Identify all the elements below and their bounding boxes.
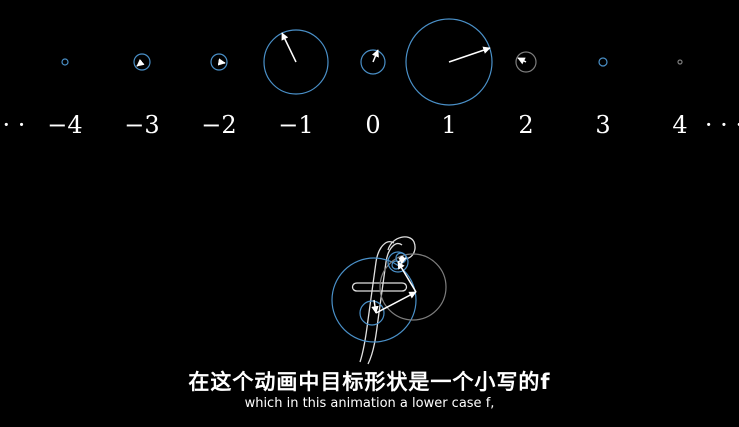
coeff-circle-2	[515, 51, 537, 73]
coeff-arrow-0	[371, 49, 379, 63]
epicycle-large	[331, 257, 417, 343]
right-ellipsis: · · ·	[705, 111, 739, 139]
coeff-circle-minus-1	[263, 29, 329, 95]
label-3: 3	[595, 111, 610, 139]
epicycle-mid	[387, 251, 409, 273]
coeff-circle-3	[598, 57, 608, 67]
coeff-arrow-2	[517, 57, 527, 65]
coefficient-arrows	[136, 32, 527, 67]
label-minus-1: −1	[278, 111, 313, 139]
label-0: 0	[365, 111, 380, 139]
coeff-arrow-minus-2	[217, 58, 226, 66]
coeff-circle-minus-2	[210, 53, 228, 71]
epicycle-arrow-3	[397, 261, 417, 293]
coeff-circle-4	[677, 59, 683, 65]
coeff-circle-minus-4	[61, 58, 69, 66]
epicycle-arrow-2	[375, 291, 417, 314]
coefficient-circles	[61, 18, 683, 106]
traced-f-shape	[351, 236, 416, 365]
coeff-circle-1	[405, 18, 493, 106]
epicycle-arrows	[371, 257, 417, 314]
epicycle-right	[379, 253, 447, 321]
epicycle-arrow-1	[371, 299, 379, 314]
number-line: · · −4 −3 −2 −1 0 1 2 3 4 · · ·	[3, 111, 739, 139]
label-1: 1	[441, 111, 456, 139]
coeff-arrow-minus-3	[136, 58, 145, 67]
coeff-circle-minus-3	[133, 53, 151, 71]
drawing-pen-point	[400, 256, 404, 260]
label-minus-2: −2	[201, 111, 236, 139]
left-ellipsis: · ·	[3, 111, 26, 139]
label-minus-3: −3	[124, 111, 159, 139]
epicycle-small-low	[359, 300, 385, 326]
subtitle-english: which in this animation a lower case f,	[244, 396, 495, 411]
epicycles	[331, 251, 447, 343]
f-crossbar	[351, 282, 408, 292]
label-4: 4	[672, 111, 687, 139]
coeff-arrow-1	[448, 46, 491, 63]
coeff-arrow-minus-1	[281, 32, 297, 63]
subtitle-chinese: 在这个动画中目标形状是一个小写的f	[188, 370, 551, 394]
f-top-curl	[387, 236, 416, 260]
label-minus-4: −4	[47, 111, 82, 139]
label-2: 2	[518, 111, 533, 139]
